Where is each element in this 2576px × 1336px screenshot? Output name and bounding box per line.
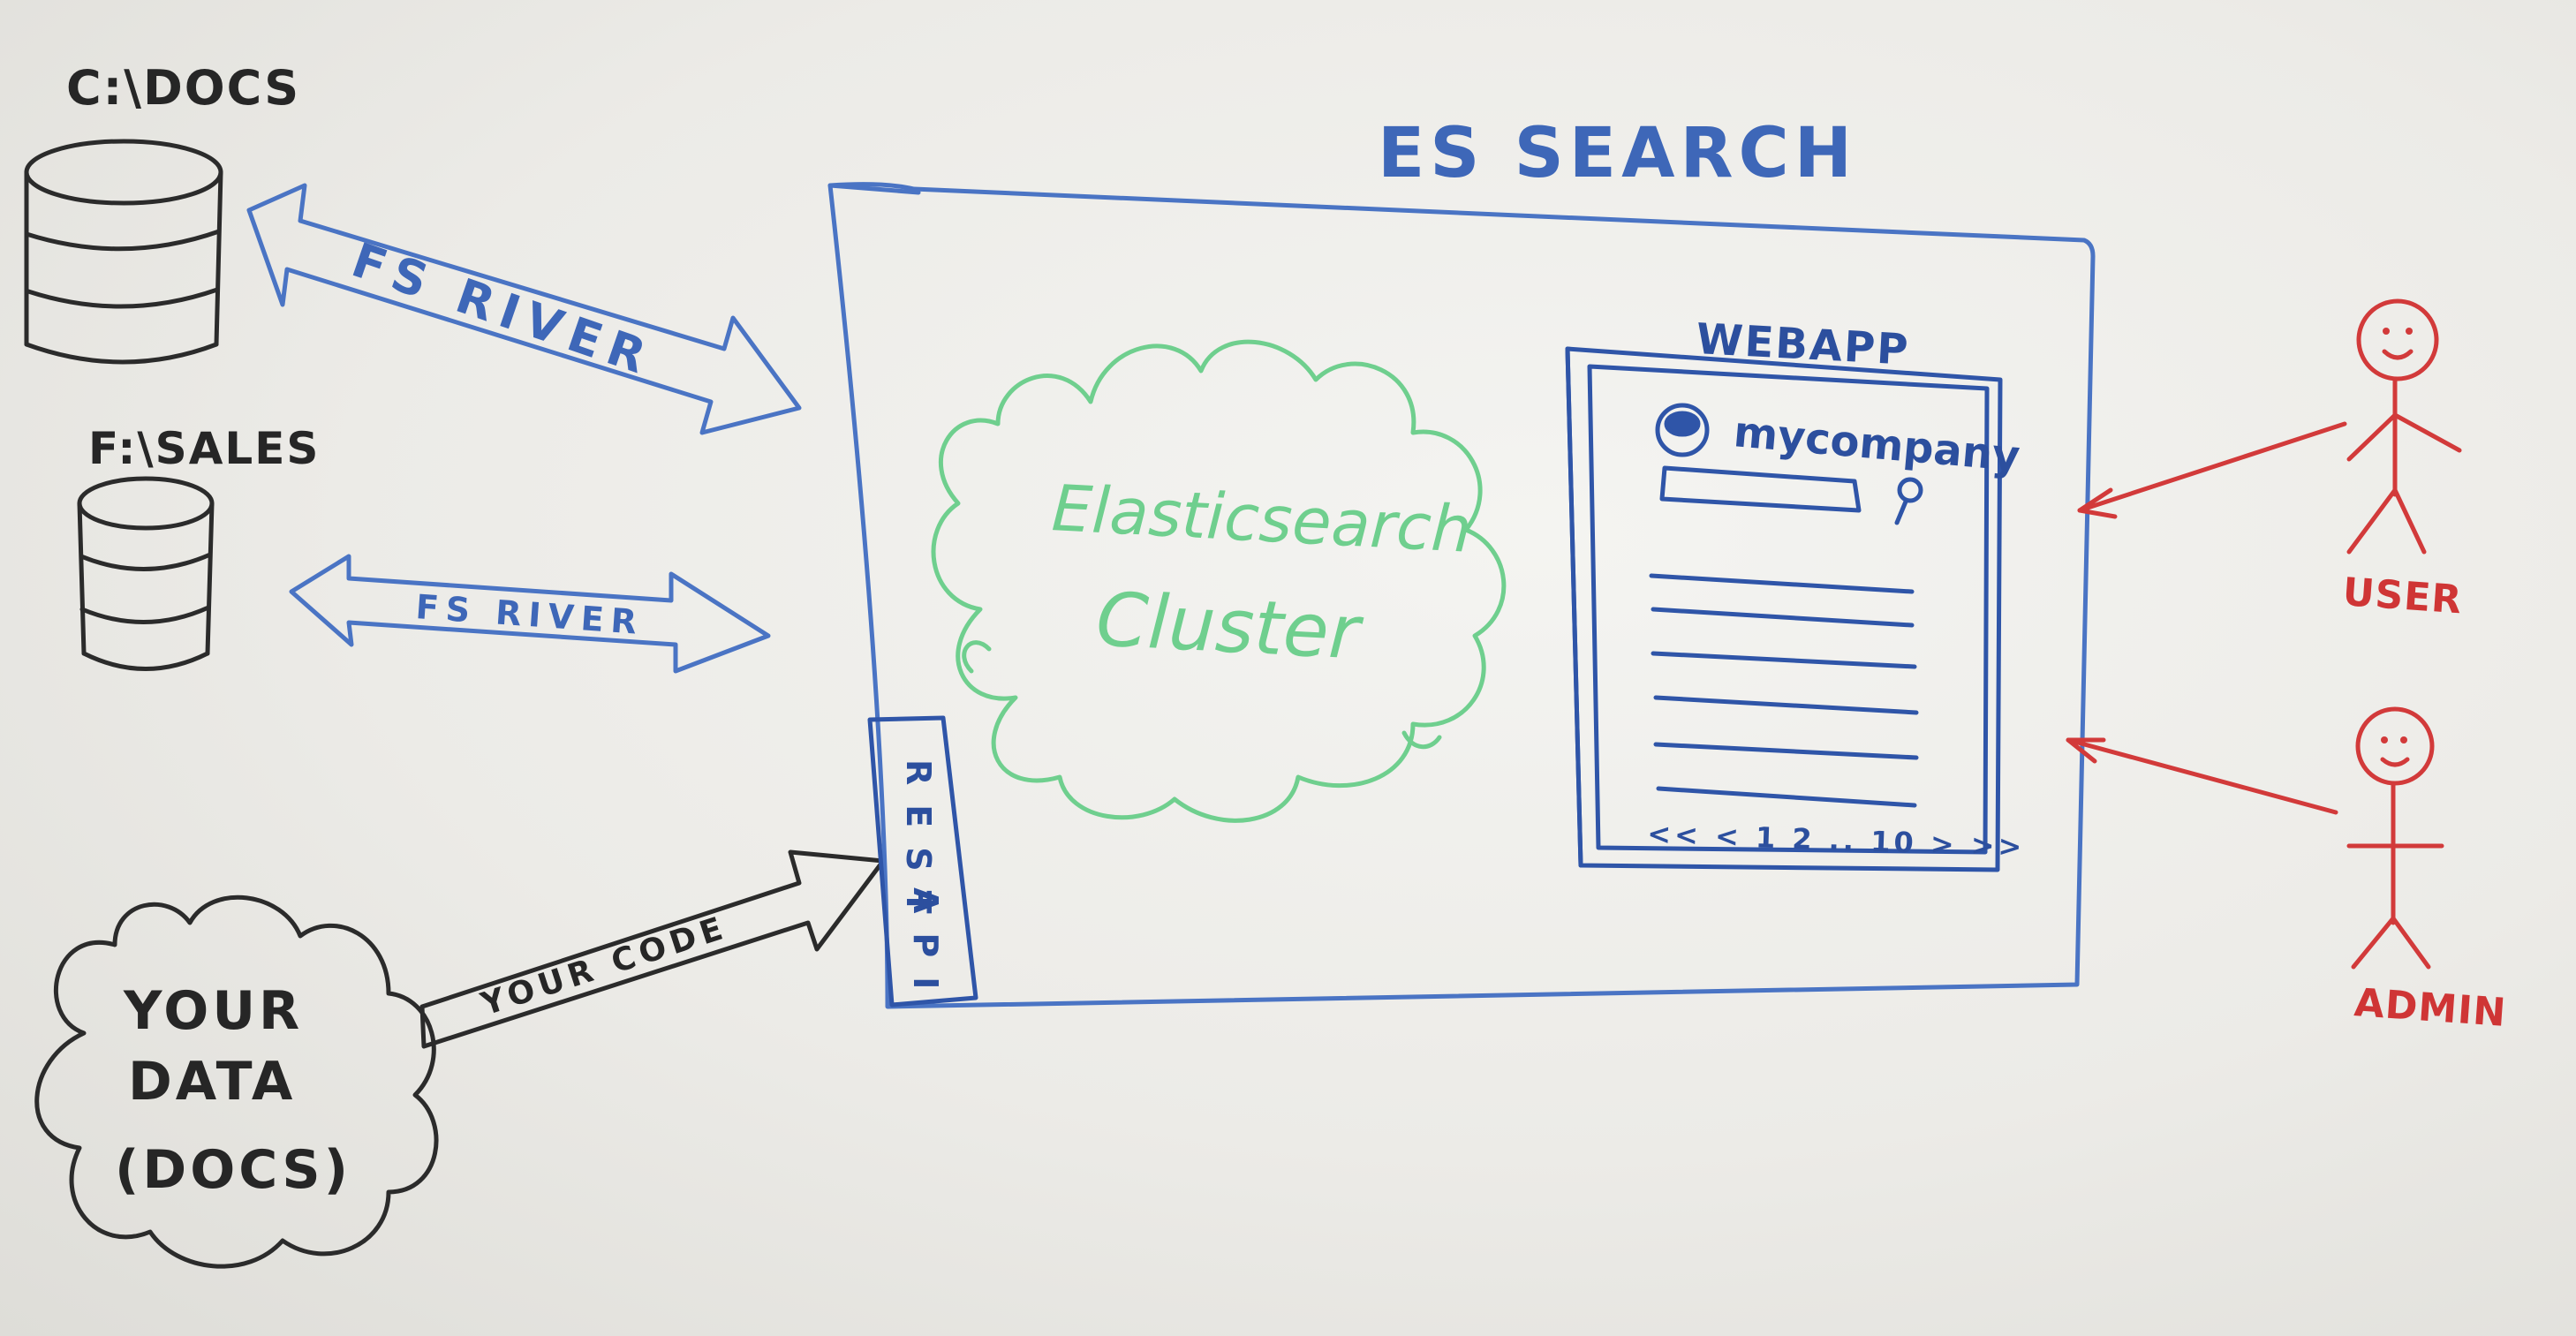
your-data-line-3: (DOCS): [115, 1139, 351, 1201]
company-logo-icon: [1655, 403, 1710, 457]
docs-folder-label: C:\DOCS: [66, 60, 300, 116]
cluster-line-2: Cluster: [1094, 576, 1365, 676]
user-arrow: [2077, 421, 2347, 519]
webapp-search-input: [1659, 465, 1862, 513]
sales-folder-label: F:\SALES: [88, 423, 320, 474]
fs-river-top-label: FS RIVER: [345, 232, 661, 388]
es-search-box: [827, 182, 2096, 1009]
webapp-frame: [1565, 346, 2003, 872]
your-code-arrow: [419, 849, 886, 1049]
admin-arrow: [2066, 737, 2338, 815]
fs-river-top-arrow: [246, 183, 802, 435]
user-label: USER: [2341, 570, 2464, 623]
elasticsearch-cluster-cloud: [931, 339, 1507, 823]
rest-api-word-1: REST: [899, 759, 938, 933]
your-data-line-1: YOUR: [123, 980, 303, 1042]
fs-river-bottom-arrow: [289, 554, 771, 674]
search-icon: [1894, 477, 1923, 525]
cluster-line-1: Elasticsearch: [1050, 471, 1473, 567]
your-data-cloud: [34, 894, 439, 1269]
rest-api-word-2: API: [906, 887, 945, 1008]
your-code-label: YOUR CODE: [476, 910, 732, 1023]
diagram-title: ES SEARCH: [1378, 114, 1857, 193]
user-stick-figure: [2346, 298, 2462, 555]
your-data-line-2: DATA: [128, 1051, 296, 1113]
sales-database-icon: [77, 476, 215, 671]
company-brand: mycompany: [1732, 407, 2022, 481]
docs-database-icon: [24, 139, 223, 365]
rest-api-panel: [867, 715, 978, 1008]
admin-label: ADMIN: [2353, 980, 2508, 1036]
webapp-result-lines: [1649, 573, 1919, 808]
webapp-pagination: << < 1 2 .. 10 > >>: [1647, 817, 2026, 864]
admin-stick-figure: [2346, 706, 2444, 970]
